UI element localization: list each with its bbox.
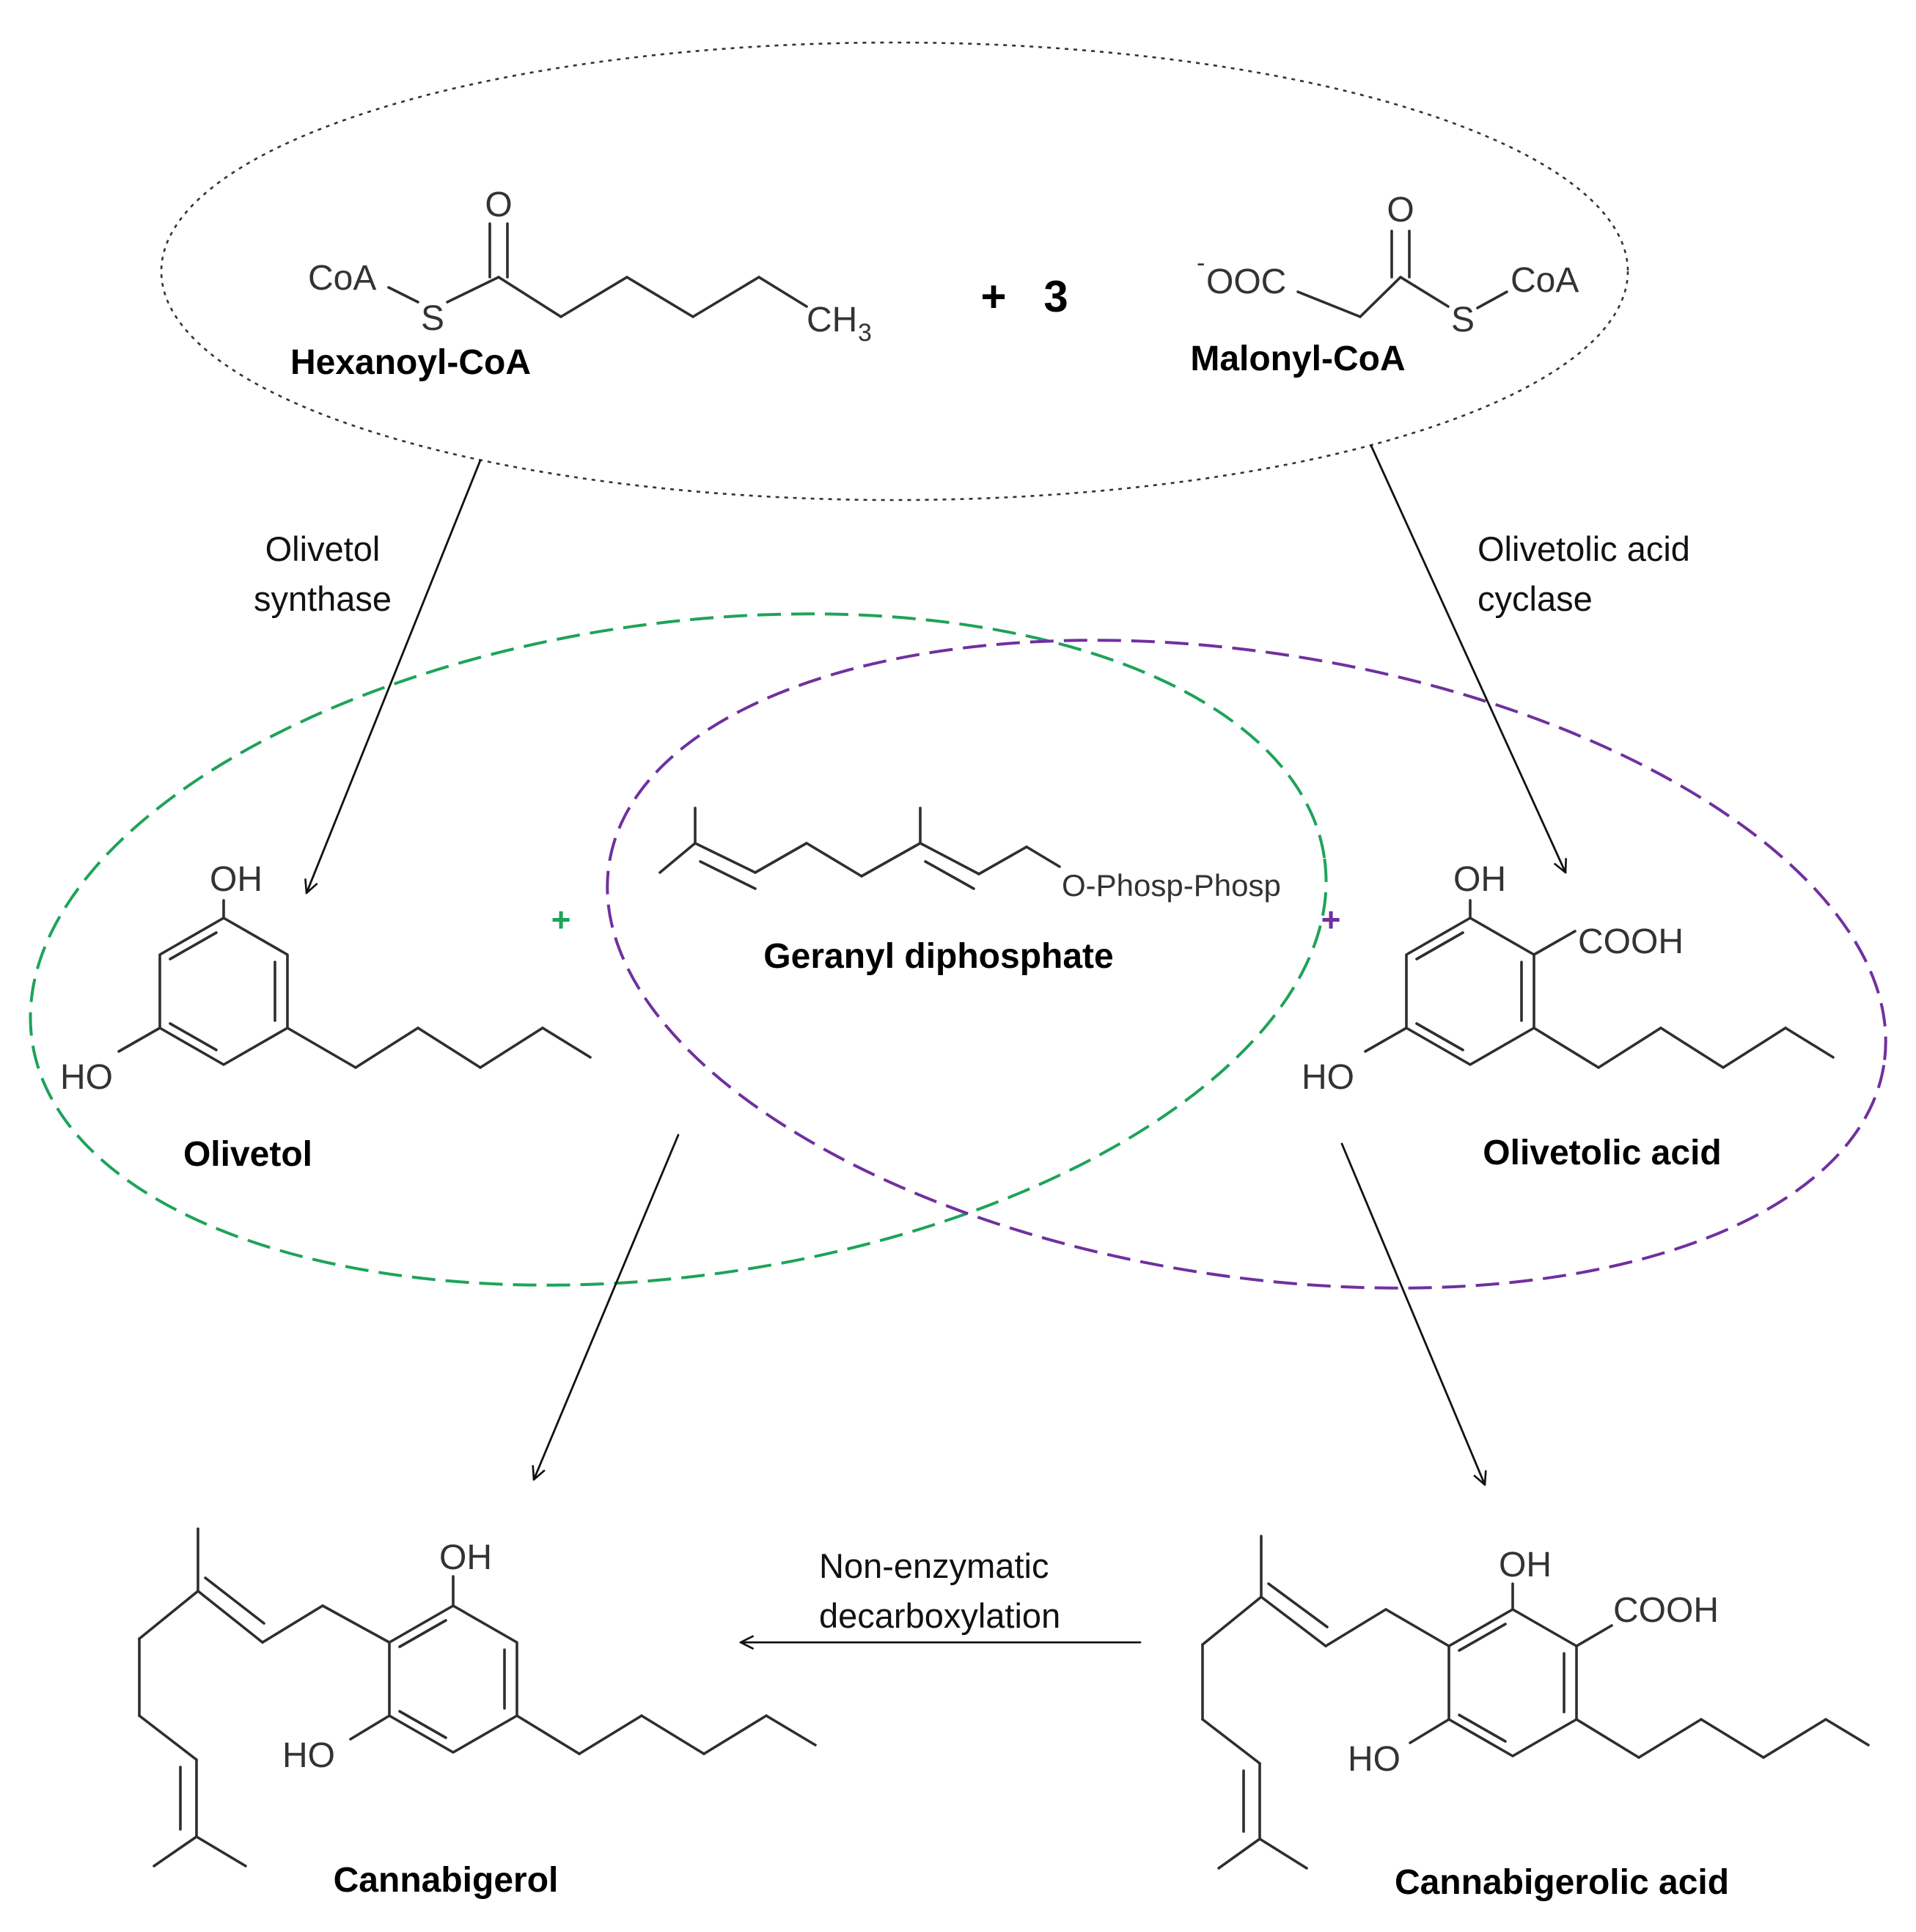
olivetolic-acid-name: Olivetolic acid <box>1483 1134 1721 1172</box>
malonyl-ooc-label: OOC <box>1206 262 1286 301</box>
olivetolic-acid-oh-label: OH <box>1453 860 1506 899</box>
olivetol-synthase-label-line1: Olivetol <box>265 529 381 568</box>
olivetolic-acid-cyclase-label-line1: Olivetolic acid <box>1478 529 1690 568</box>
hexanoyl-o-label: O <box>485 186 512 224</box>
geranyl-diphosphate-group-label: O-Phosp-Phosp <box>1062 868 1281 903</box>
olivetolic-acid-ho-label: HO <box>1302 1058 1354 1097</box>
hexanoyl-s-label: S <box>421 299 444 338</box>
decarboxylation-label-line2: decarboxylation <box>819 1596 1060 1635</box>
malonyl-s-label: S <box>1451 301 1475 339</box>
geranyl-diphosphate-name: Geranyl diphosphate <box>763 937 1113 976</box>
cannabigerol-formation-arrow <box>532 1134 680 1481</box>
cannabigerol-name: Cannabigerol <box>334 1861 559 1900</box>
olivetol-ho-label: HO <box>60 1058 113 1097</box>
reactant-plus-sign: + <box>980 272 1006 321</box>
cannabigerolic-acid-cooh-label: COOH <box>1613 1591 1719 1630</box>
malonyl-charge: - <box>1197 249 1205 277</box>
malonyl-coa-structure: - OOC O S CoA <box>1197 191 1579 339</box>
hexanoyl-ch-subscript: 3 <box>858 319 872 347</box>
malonyl-o-label: O <box>1387 191 1414 229</box>
olivetolic-acid-cyclase-arrow <box>1370 444 1568 874</box>
hexanoyl-coa-structure: O CoA S CH 3 <box>308 186 872 347</box>
olivetol-synthase-arrow <box>304 459 482 895</box>
green-plus-sign: + <box>551 900 571 939</box>
cannabigerol-oh-label: OH <box>439 1538 492 1577</box>
malonyl-coa-name: Malonyl-CoA <box>1190 339 1405 378</box>
olivetol-structure: OH HO <box>60 860 592 1097</box>
cannabigerol-structure: OH HO <box>138 1527 817 1867</box>
olivetol-name: Olivetol <box>183 1135 312 1174</box>
purple-plus-sign: + <box>1321 900 1341 939</box>
hexanoyl-ch-label: CH <box>807 301 857 339</box>
olivetolic-acid-structure: OH COOH HO <box>1302 860 1835 1097</box>
decarboxylation-label-line1: Non-enzymatic <box>819 1546 1049 1585</box>
olivetol-synthase-label-line2: synthase <box>254 579 392 618</box>
cannabigerolic-acid-formation-arrow <box>1340 1142 1487 1486</box>
hexanoyl-coa-label: CoA <box>308 259 376 298</box>
geranyl-diphosphate-structure: O-Phosp-Phosp <box>658 807 1281 903</box>
cannabigerolic-acid-ho-label: HO <box>1348 1740 1401 1779</box>
olivetol-group-outline <box>29 612 1328 1287</box>
cannabigerolic-acid-name: Cannabigerolic acid <box>1395 1863 1729 1902</box>
malonyl-coa-label: CoA <box>1511 261 1579 300</box>
cannabigerolic-acid-oh-label: OH <box>1499 1546 1552 1584</box>
malonyl-coefficient: 3 <box>1043 272 1068 321</box>
reactant-group-outline <box>160 41 1629 502</box>
cannabigerol-ho-label: HO <box>282 1736 335 1775</box>
olivetol-oh-label: OH <box>210 860 263 899</box>
olivetolic-acid-cyclase-label-line2: cyclase <box>1478 579 1593 618</box>
olivetolic-acid-group-outline <box>606 639 1887 1290</box>
cannabigerolic-acid-structure: OH COOH HO <box>1201 1535 1870 1870</box>
olivetolic-acid-cooh-label: COOH <box>1578 922 1684 961</box>
hexanoyl-coa-name: Hexanoyl-CoA <box>290 343 531 382</box>
